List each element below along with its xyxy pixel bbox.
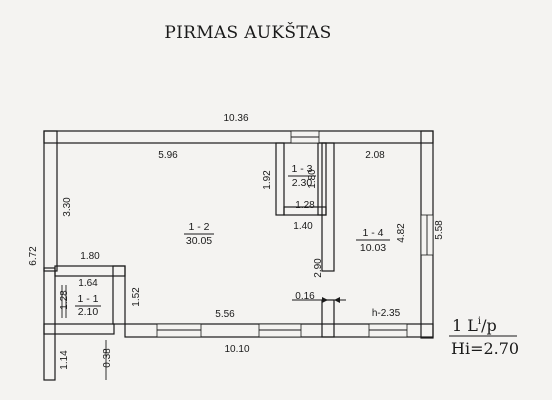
legend-code-suffix: /p	[481, 316, 497, 335]
room-1-2-area: 30.05	[186, 235, 212, 247]
room-1-3-area: 2.30	[292, 177, 313, 189]
dim-overall-width-top: 10.36	[223, 113, 248, 124]
legend-height: Hi=2.70	[451, 339, 519, 358]
dim-partition-2-90: 2.90	[313, 258, 324, 278]
door-marker	[292, 297, 346, 303]
dim-overall-height-left: 6.72	[28, 246, 39, 266]
dim-vestibule-height: 1.52	[131, 287, 142, 307]
plan-title: PIRMAS AUKŠTAS	[164, 22, 331, 43]
room-1-4-label: 1 - 4 10.03	[356, 227, 390, 254]
dim-room-1-1-width: 1.64	[78, 278, 98, 289]
dim-stair-1-14: 1.14	[59, 350, 70, 370]
dim-partition-1-40: 1.40	[293, 221, 313, 232]
dim-room-1-1-height: 1.28	[59, 290, 70, 310]
dim-vestibule-width: 1.80	[80, 251, 100, 262]
room-height-note: h-2.35	[372, 308, 401, 319]
legend-code-sup: i	[478, 316, 481, 327]
dim-room-1-4-height: 4.82	[396, 223, 407, 243]
dim-room-1-3-height: 1.92	[262, 170, 273, 190]
dim-overall-height-right: 5.58	[434, 220, 445, 240]
room-1-4-area: 10.03	[360, 242, 386, 254]
dim-overall-width-bottom: 10.10	[224, 344, 249, 355]
svg-text:1 Li/p: 1 Li/p	[452, 316, 497, 335]
room-1-1-area: 2.10	[78, 306, 99, 318]
dim-room-1-3-width: 1.28	[295, 200, 315, 211]
dim-room-1-2-width: 5.96	[158, 150, 178, 161]
windows	[156, 130, 434, 338]
room-1-2-id: 1 - 2	[188, 221, 209, 233]
dim-room-1-4-width: 2.08	[365, 150, 385, 161]
room-1-4-id: 1 - 4	[362, 227, 383, 239]
room-1-1-id: 1 - 1	[77, 293, 98, 305]
dim-room-1-2-wall: 3.30	[62, 197, 73, 217]
dim-stair-0-38: 0.38	[102, 348, 113, 368]
room-1-3-id: 1 - 3	[291, 163, 312, 175]
legend-code-prefix: 1 L	[452, 316, 478, 335]
stair-hatch	[61, 285, 67, 318]
room-1-1-label: 1 - 1 2.10	[75, 293, 101, 318]
floor-legend: 1 Li/p Hi=2.70	[449, 316, 519, 358]
dim-room-1-3-side: 1.80	[307, 169, 318, 189]
outer-walls	[43, 130, 434, 381]
dim-room-1-2-bottom: 5.56	[215, 309, 235, 320]
dim-door-0-16: 0.16	[295, 291, 315, 302]
room-1-2-label: 1 - 2 30.05	[184, 221, 214, 247]
room-1-3-label: 1 - 3 2.30	[288, 163, 316, 189]
interior-walls	[54, 142, 335, 338]
dimension-labels: 10.36 5.96 2.08 1.28 1.40 0.16 5.56 10.1…	[28, 113, 445, 370]
